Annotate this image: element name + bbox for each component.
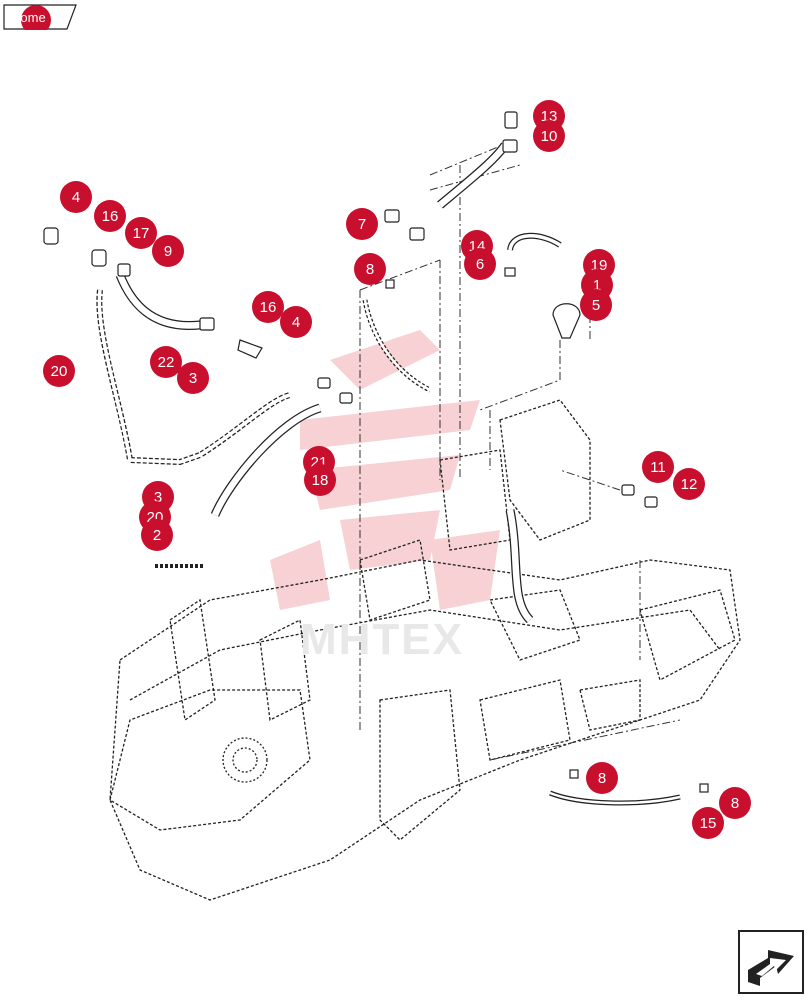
callout-11[interactable]: 11 <box>642 451 674 483</box>
callout-2[interactable]: 2 <box>141 519 173 551</box>
callout-12[interactable]: 12 <box>673 468 705 500</box>
callout-22[interactable]: 22 <box>150 346 182 378</box>
callout-4-left[interactable]: 4 <box>60 181 92 213</box>
callout-16-right[interactable]: 16 <box>252 291 284 323</box>
home-label: Home <box>11 10 46 25</box>
callout-8-lower-right[interactable]: 8 <box>719 787 751 819</box>
callout-10[interactable]: 10 <box>533 120 565 152</box>
callout-8-upper[interactable]: 8 <box>354 253 386 285</box>
callout-8-lower-left[interactable]: 8 <box>586 762 618 794</box>
callout-9[interactable]: 9 <box>152 235 184 267</box>
watermark-text: MHTEX <box>300 615 464 664</box>
callout-15[interactable]: 15 <box>692 807 724 839</box>
hoses <box>96 142 681 806</box>
callout-6[interactable]: 6 <box>464 248 496 280</box>
home-tab-outline <box>3 4 77 30</box>
callout-4-right[interactable]: 4 <box>280 306 312 338</box>
callout-20-upper[interactable]: 20 <box>43 355 75 387</box>
watermark-seal <box>270 330 500 610</box>
callout-3-upper[interactable]: 3 <box>177 362 209 394</box>
frame-outline <box>109 399 741 901</box>
next-page-arrow-icon <box>738 930 804 994</box>
callout-5[interactable]: 5 <box>580 289 612 321</box>
fittings <box>43 111 709 793</box>
callout-7[interactable]: 7 <box>346 208 378 240</box>
callout-16-left[interactable]: 16 <box>94 200 126 232</box>
callout-18[interactable]: 18 <box>304 464 336 496</box>
next-page-button[interactable] <box>738 930 804 994</box>
home-tab[interactable]: Home <box>3 4 77 30</box>
leader-lines <box>359 139 681 761</box>
callout-17[interactable]: 17 <box>125 217 157 249</box>
